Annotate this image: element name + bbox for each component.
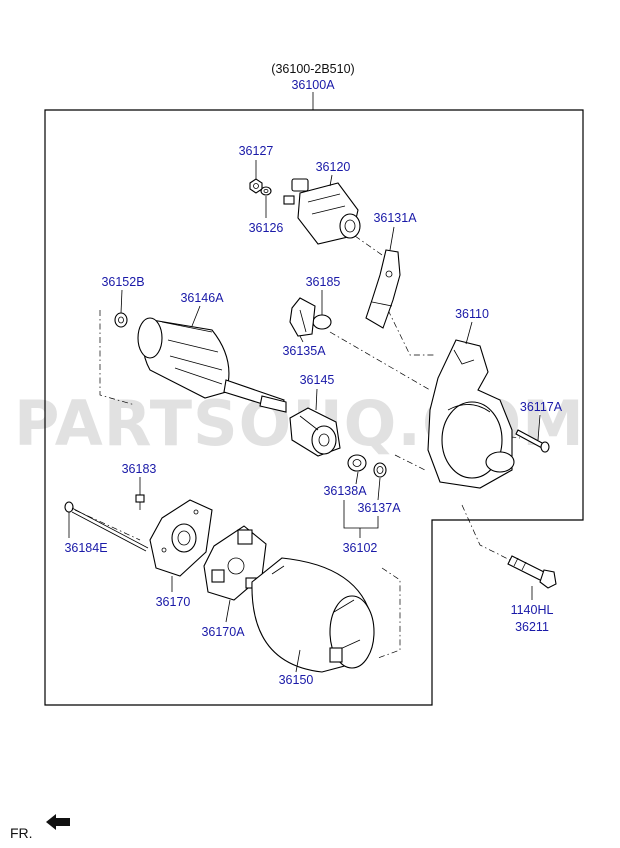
- label-36170A[interactable]: 36170A: [201, 625, 245, 639]
- label-36183[interactable]: 36183: [122, 462, 157, 476]
- label-36120[interactable]: 36120: [316, 160, 351, 174]
- front-arrow-icon: [46, 814, 70, 830]
- label-36135A[interactable]: 36135A: [282, 344, 326, 358]
- leader: [295, 649, 301, 673]
- label-36211[interactable]: 36211: [515, 620, 549, 634]
- label-36152B[interactable]: 36152B: [101, 275, 144, 289]
- centerline: [354, 235, 393, 263]
- label-36146A[interactable]: 36146A: [180, 291, 224, 305]
- centerline: [394, 454, 426, 471]
- centerline: [377, 567, 401, 659]
- leader: [389, 226, 395, 251]
- label-36131A[interactable]: 36131A: [373, 211, 417, 225]
- leader: [537, 414, 541, 441]
- bolt-1140HL: [507, 555, 557, 589]
- brush-holder-36170A: [203, 525, 267, 601]
- front-housing-36110: [427, 339, 515, 489]
- holder-36135A: [289, 297, 316, 337]
- rear-cover-36170: [149, 499, 213, 577]
- label-36145[interactable]: 36145: [300, 373, 335, 387]
- assembly-frame: [44, 109, 584, 706]
- centerline: [461, 504, 511, 561]
- label-36138A[interactable]: 36138A: [323, 484, 367, 498]
- assembly-code-paren: (36100-2B510): [271, 62, 354, 76]
- leader: [120, 289, 123, 314]
- centerline: [329, 331, 431, 391]
- centerline: [74, 509, 141, 541]
- label-36127[interactable]: 36127: [239, 144, 274, 158]
- label-36150[interactable]: 36150: [279, 673, 314, 687]
- through-bolt-36184E: [64, 501, 149, 552]
- cover-36185: [312, 314, 332, 330]
- label-36184E[interactable]: 36184E: [64, 541, 107, 555]
- washer-36126: [260, 186, 272, 196]
- label-36185[interactable]: 36185: [306, 275, 341, 289]
- screw-36183: [135, 494, 145, 510]
- leader: [315, 388, 318, 411]
- leader: [465, 321, 473, 345]
- nut-36127: [249, 178, 263, 194]
- solenoid-36120: [283, 178, 361, 245]
- armature-36146A: [137, 317, 287, 413]
- label-36110[interactable]: 36110: [455, 307, 489, 321]
- washer-36152B: [114, 312, 128, 328]
- label-1140HL[interactable]: 1140HL: [511, 603, 554, 617]
- label-36126[interactable]: 36126: [249, 221, 284, 235]
- bracket-36102: [343, 500, 379, 529]
- centerline: [387, 309, 435, 356]
- label-36117A[interactable]: 36117A: [520, 400, 563, 414]
- front-direction-label: FR.: [10, 825, 33, 841]
- bolt-36117A: [515, 429, 550, 453]
- leader: [377, 477, 381, 501]
- leader: [225, 599, 231, 623]
- snap-ring-36137A: [373, 462, 387, 478]
- label-36170[interactable]: 36170: [156, 595, 191, 609]
- leader: [329, 174, 333, 187]
- leader: [355, 471, 359, 485]
- lever-36131A: [365, 249, 401, 329]
- leader: [299, 335, 304, 343]
- stop-ring-36138A: [347, 454, 367, 472]
- label-36102[interactable]: 36102: [343, 541, 378, 555]
- pinion-36145: [289, 407, 341, 457]
- centerline: [99, 310, 136, 406]
- leader: [191, 305, 201, 327]
- yoke-36150: [251, 557, 375, 673]
- assembly-code[interactable]: 36100A: [291, 78, 335, 92]
- label-36137A[interactable]: 36137A: [357, 501, 401, 515]
